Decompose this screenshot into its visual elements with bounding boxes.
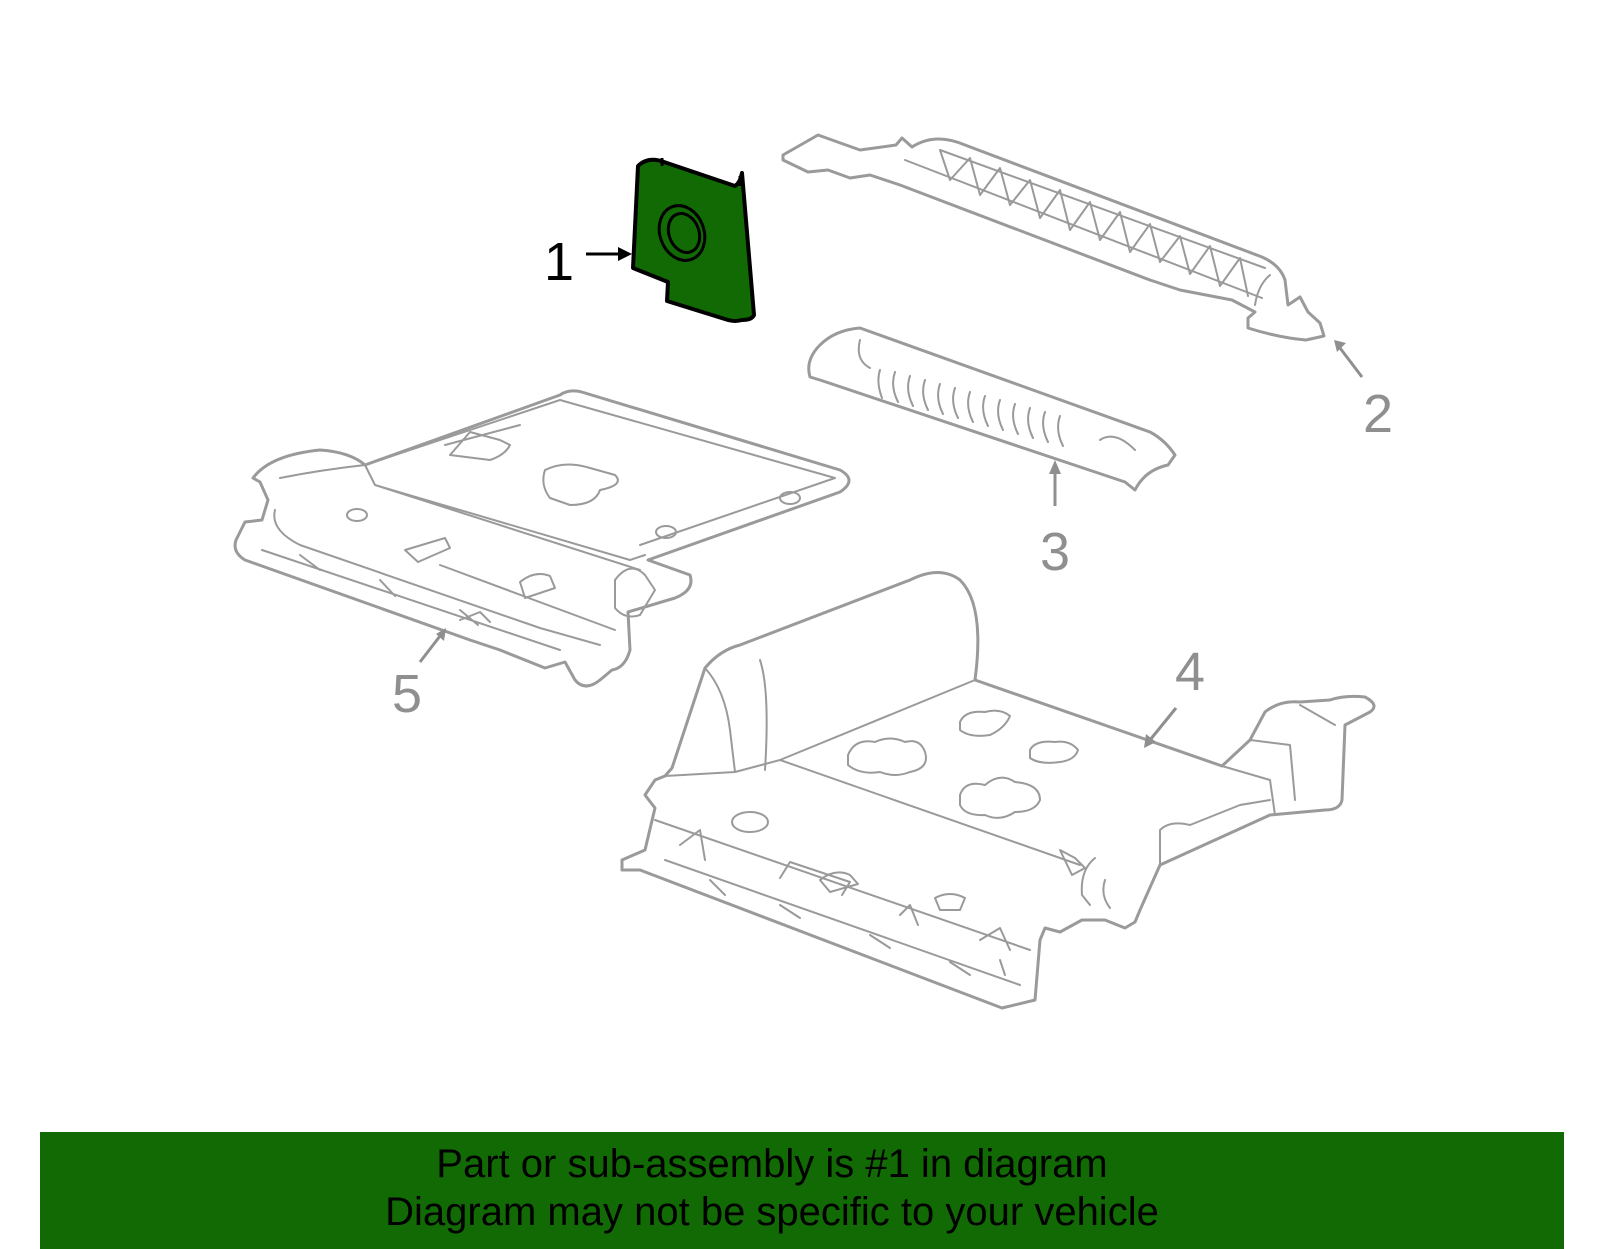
callout-number-1[interactable]: 1 <box>544 232 574 292</box>
banner-line-disclaimer: Diagram may not be specific to your vehi… <box>385 1190 1159 1234</box>
callout-leader-2 <box>1334 340 1364 378</box>
callout-leader-3 <box>1049 460 1061 506</box>
callout-number-4[interactable]: 4 <box>1175 642 1205 702</box>
part-5-left-floor-panel[interactable] <box>233 389 851 688</box>
callout-leader-1 <box>586 247 632 261</box>
part-4-rear-floor-assembly[interactable] <box>620 571 1376 1010</box>
banner-line-part-info: Part or sub-assembly is #1 in diagram <box>436 1142 1108 1186</box>
callout-leader-5 <box>418 628 446 663</box>
part-2-upper-trim[interactable] <box>781 133 1326 342</box>
callout-leader-4 <box>1144 707 1178 748</box>
part-3-center-trim[interactable] <box>807 326 1177 492</box>
callout-number-5[interactable]: 5 <box>392 664 422 724</box>
diagram-notice-banner: Part or sub-assembly is #1 in diagram Di… <box>40 1132 1564 1249</box>
part-1-highlighted-panel[interactable] <box>631 157 756 323</box>
callout-number-3[interactable]: 3 <box>1040 522 1070 582</box>
callout-number-2[interactable]: 2 <box>1363 384 1393 444</box>
